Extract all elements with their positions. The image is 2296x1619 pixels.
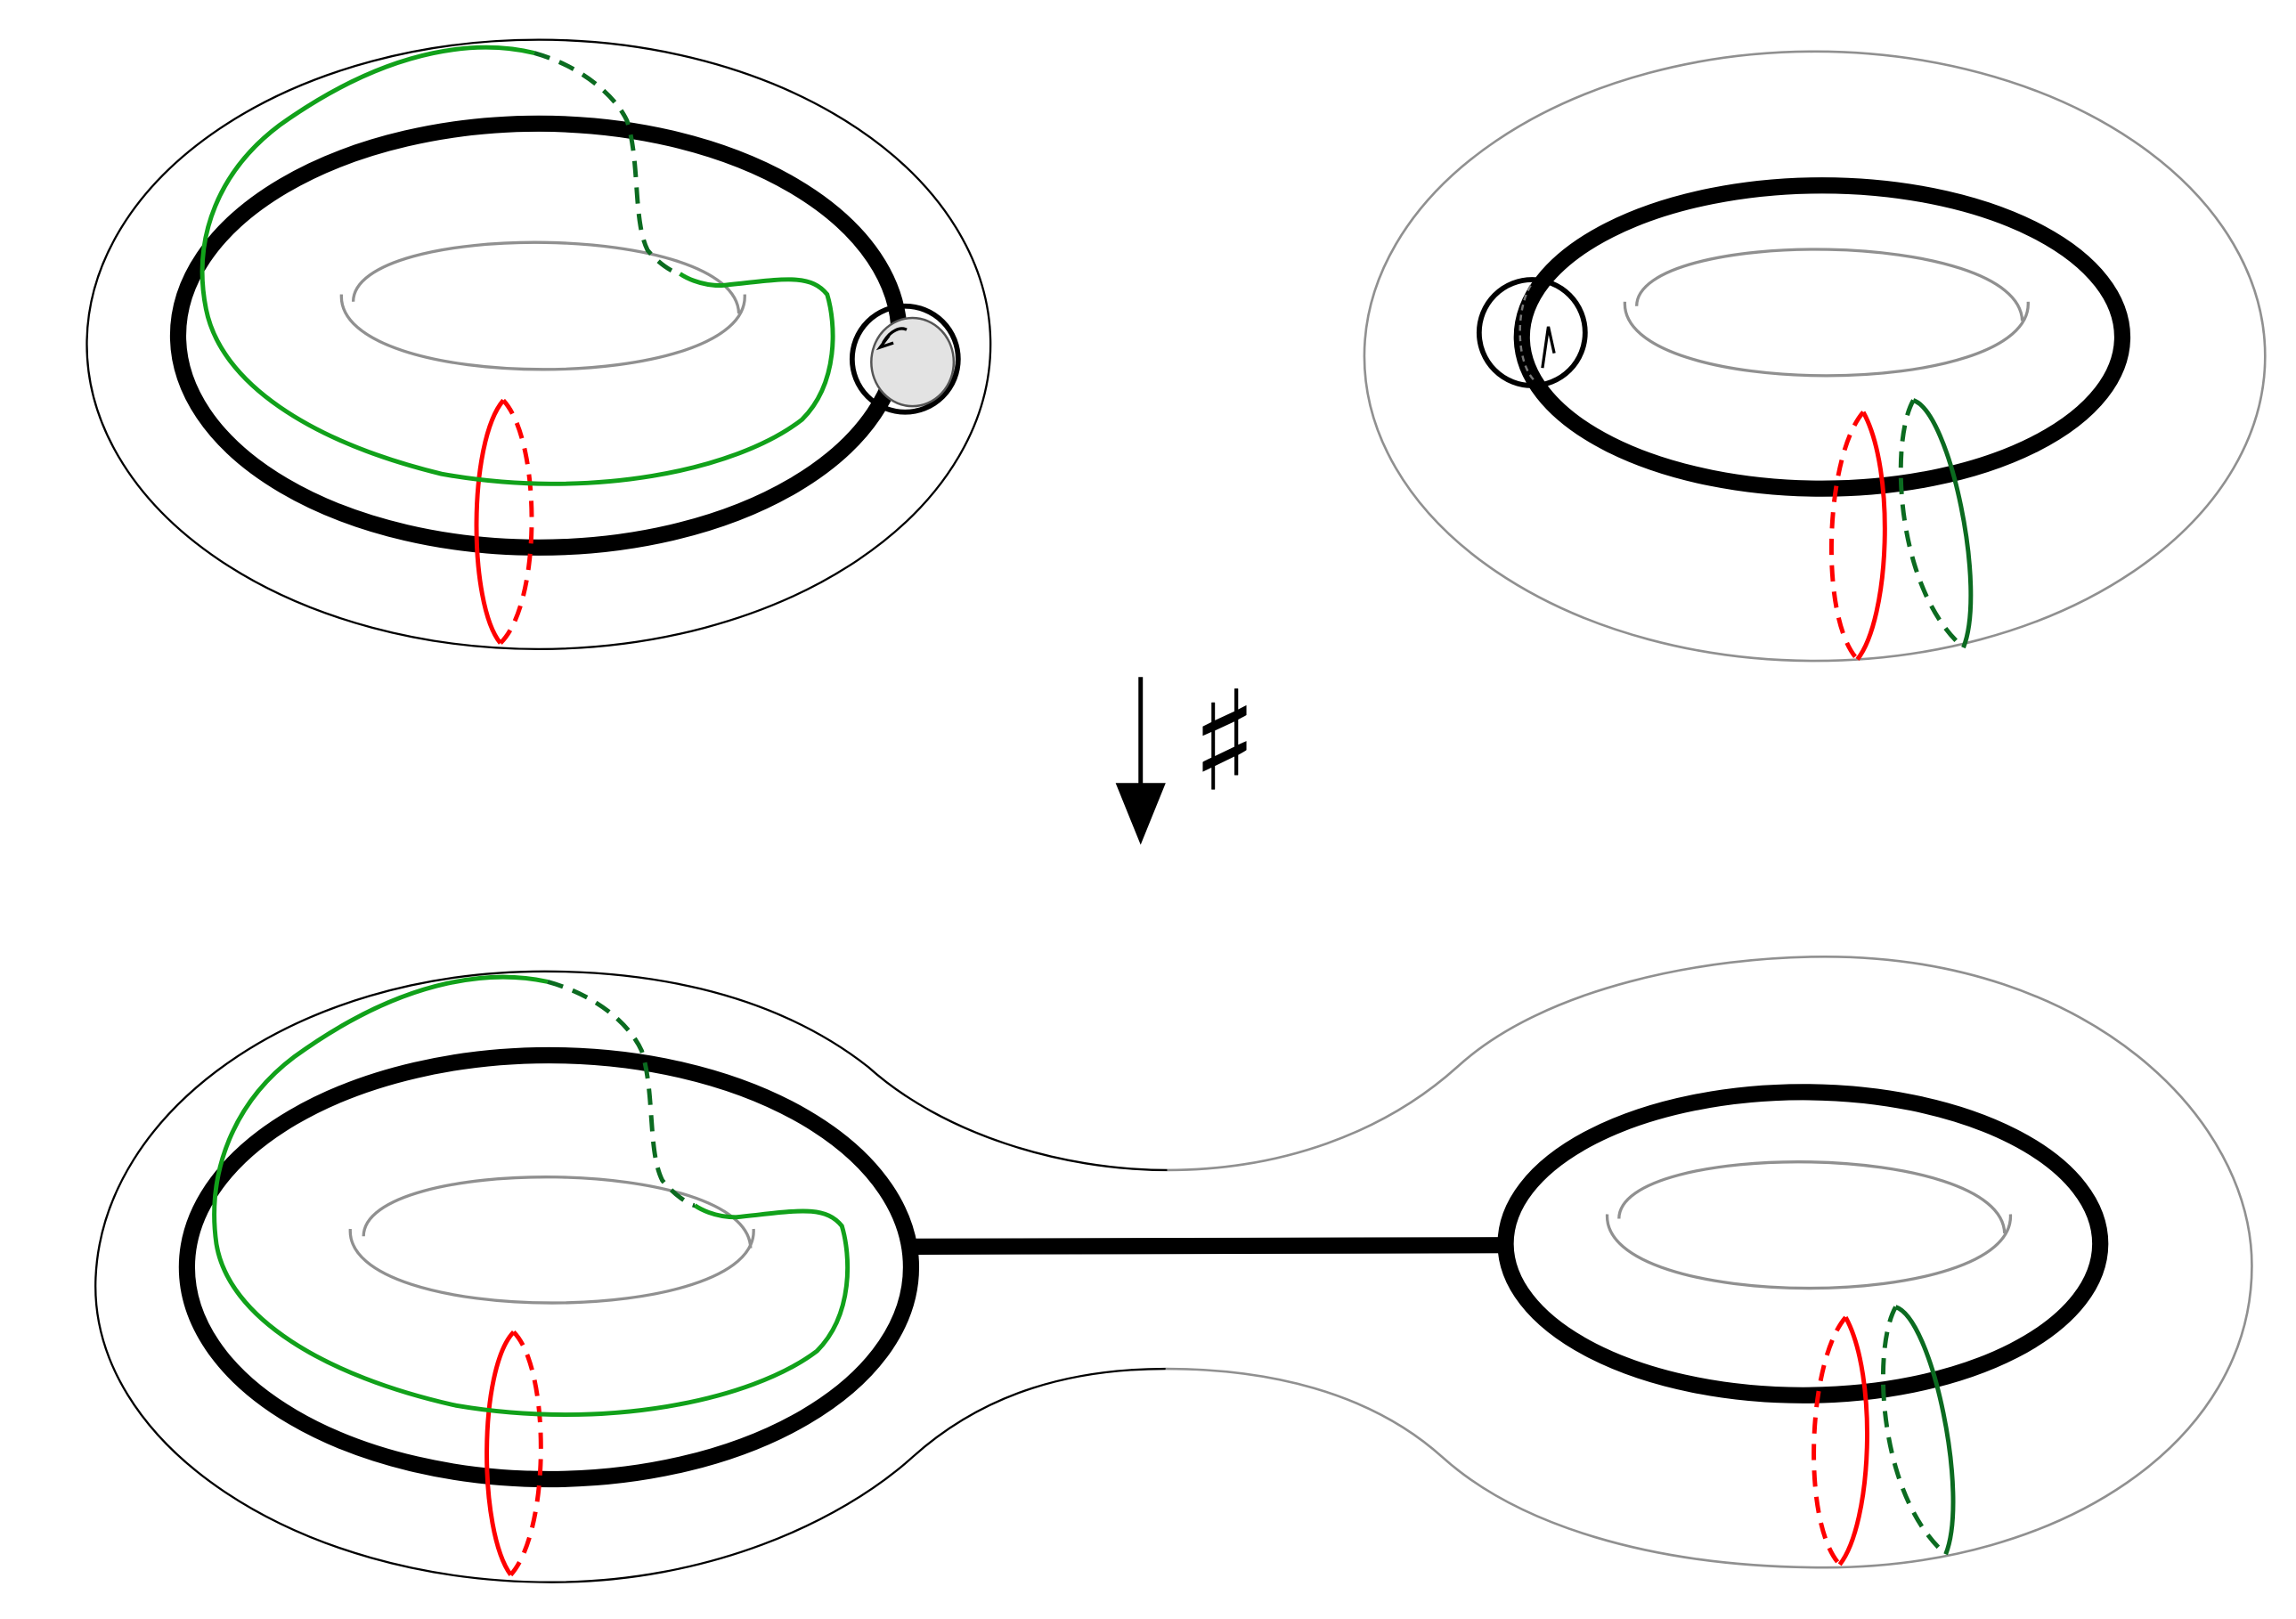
genus-two-surface [94,955,2253,1583]
connected-sum-label: ♯ [1191,662,1258,823]
genus-two-left-meridian-back [509,1330,543,1577]
genus-two-green-curve-back [547,979,696,1208]
genus-two-right-core-curve [1497,1084,2109,1403]
genus-two-outline-left [94,970,1168,1583]
torus-right-meridian-front [1855,411,1887,661]
genus-two-green-curve-front [212,974,851,1418]
torus-right-removal-disk [1476,277,1588,388]
genus-two-outline-right [1165,955,2253,1569]
torus-left-outer-outline [85,38,992,651]
torus-right-hole-lower [1623,301,2030,378]
connected-sum-arrow: ♯ [1115,662,1258,845]
torus-left-hole-lower [339,294,746,371]
torus-left-meridian-back [499,398,534,646]
torus-right-green-meridian-front [1912,398,1974,649]
genus-two-left-core-curve [178,1046,920,1488]
genus-two-right-meridian-front [1837,1315,1869,1566]
genus-two-left-hole-upper [362,1176,753,1249]
torus-right-meridian-back [1828,411,1866,662]
torus-left-removal-disk [849,303,961,415]
torus-right-core-curve [1513,177,2131,497]
genus-two-right-hole-upper [1617,1160,2007,1234]
torus-right-outer-outline [1363,50,2267,663]
genus-two-left-hole-lower [348,1228,755,1305]
genus-two-left-meridian-front [484,1330,516,1576]
torus-right [1363,50,2267,663]
torus-left-green-curve-front [199,45,835,486]
torus-left-hole-upper [351,240,741,314]
genus-two-right-green-meridian-back [1880,1306,1948,1557]
genus-two-right-meridian-back [1812,1315,1848,1566]
genus-two-right-hole-lower [1605,1214,2013,1290]
torus-right-green-meridian-back [1898,399,1966,650]
torus-left-green-curve-back [533,51,680,276]
torus-left-meridian-front [474,398,506,645]
genus-two-connecting-band [910,1237,1506,1255]
torus-left [85,38,992,651]
torus-right-hole-upper [1634,248,2024,321]
genus-two-right-green-meridian-front [1894,1305,1956,1556]
